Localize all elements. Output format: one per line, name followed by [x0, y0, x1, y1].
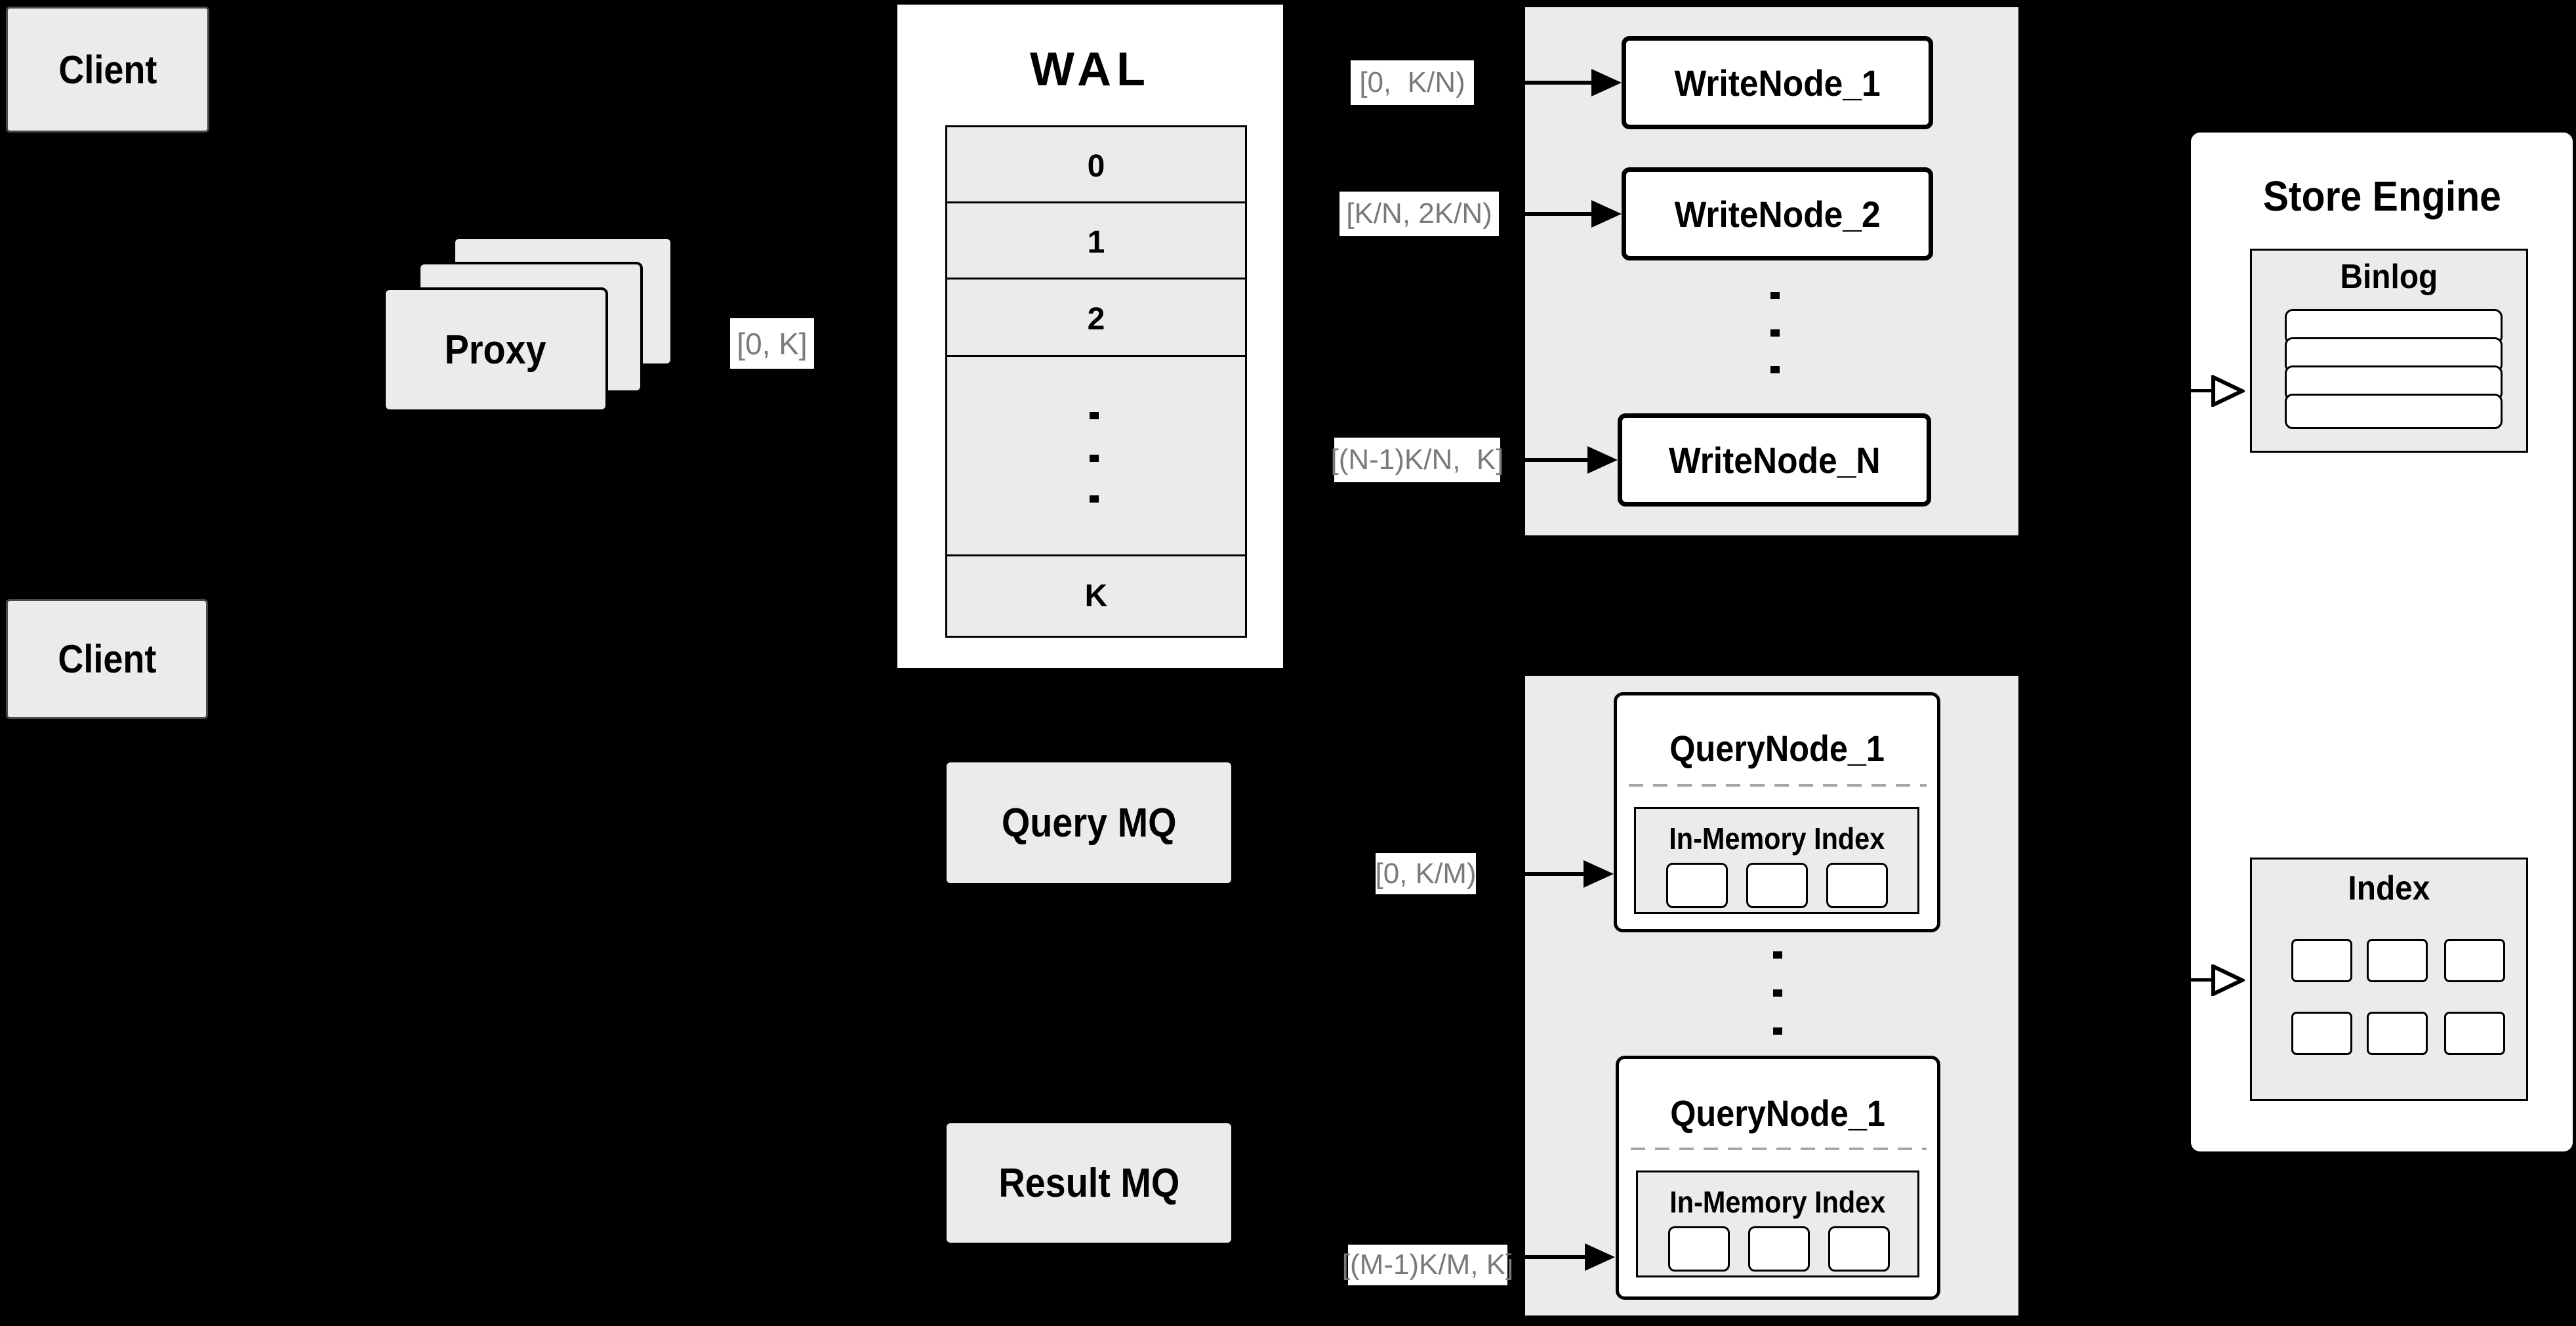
- wal-row-k-label: K: [1084, 579, 1108, 613]
- memory-segment: [1746, 863, 1808, 908]
- wal-title: WAL: [1030, 43, 1151, 96]
- wal-ellipsis-dot: [1090, 495, 1099, 503]
- write-ellipsis-dot: [1770, 292, 1780, 299]
- arrow-line-index: [2034, 978, 2242, 982]
- write-node-2-box: WriteNode_2: [1622, 167, 1933, 260]
- store-engine-panel: Store Engine Binlog Index: [2191, 133, 2573, 1151]
- wal-row-2: 2: [945, 278, 1247, 361]
- open-arrowhead-index-icon: [2211, 964, 2245, 996]
- arrow-line-query-m: [1509, 1255, 1586, 1259]
- result-mq-label: Result MQ: [998, 1160, 1179, 1206]
- index-segment: [2291, 939, 2352, 982]
- query-ellipsis-dot: [1773, 1027, 1782, 1035]
- memory-segment: [1826, 863, 1888, 908]
- index-title: Index: [2252, 860, 2526, 908]
- arrow-head-query-m: [1585, 1243, 1615, 1271]
- arrow-line-write-2: [1502, 212, 1593, 216]
- query-ellipsis-dot: [1773, 951, 1782, 959]
- range-label-write-n-text: [(N-1)K/N, K]: [1330, 444, 1504, 476]
- proxy-card-front: Proxy: [383, 287, 608, 412]
- memory-segment: [1748, 1226, 1810, 1272]
- write-ellipsis-dot: [1770, 366, 1780, 373]
- write-node-n-box: WriteNode_N: [1618, 413, 1931, 507]
- index-segment: [2444, 1012, 2505, 1055]
- write-ellipsis-dot: [1770, 329, 1780, 337]
- range-label-query-m: [(M-1)K/M, K]: [1342, 1245, 1513, 1285]
- memory-segment: [1668, 1226, 1730, 1272]
- range-label-write-1: [0, K/N): [1351, 60, 1474, 105]
- range-label-write-n: [(N-1)K/N, K]: [1330, 438, 1504, 482]
- range-label-write-2: [K/N, 2K/N): [1339, 192, 1499, 236]
- query-node-1-divider: [1629, 784, 1927, 787]
- arrow-line-query-1: [1476, 872, 1585, 876]
- wal-row-k: K: [945, 554, 1247, 638]
- arrow-head-write-1: [1591, 69, 1622, 96]
- wal-panel: WAL 0 1 2 K: [895, 3, 1285, 670]
- query-node-1-inner: In-Memory Index: [1634, 807, 1919, 914]
- query-node-m-divider: [1631, 1148, 1927, 1150]
- wal-row-1-label: 1: [1087, 225, 1105, 260]
- range-label-query-1-text: [0, K/M): [1375, 857, 1477, 890]
- binlog-segment: [2285, 394, 2503, 429]
- query-node-m-box: QueryNode_1 In-Memory Index: [1616, 1056, 1940, 1300]
- query-node-m-inner: In-Memory Index: [1636, 1171, 1919, 1277]
- arrow-head-write-n: [1587, 446, 1618, 474]
- query-ellipsis-dot: [1773, 989, 1782, 997]
- result-mq-box: Result MQ: [947, 1123, 1231, 1243]
- wal-row-0-label: 0: [1087, 149, 1105, 184]
- proxy-label: Proxy: [444, 327, 547, 373]
- wal-row-1: 1: [945, 201, 1247, 283]
- index-segment: [2291, 1012, 2352, 1055]
- memory-segment: [1666, 863, 1728, 908]
- query-node-m-title: QueryNode_1: [1619, 1092, 1937, 1134]
- index-segment: [2367, 1012, 2428, 1055]
- binlog-title: Binlog: [2252, 251, 2526, 297]
- query-node-1-title-text: QueryNode_1: [1669, 728, 1885, 769]
- range-label-query-m-text: [(M-1)K/M, K]: [1341, 1249, 1514, 1281]
- index-box: Index: [2250, 858, 2528, 1101]
- arrow-head-write-2: [1591, 200, 1622, 228]
- range-label-write-2-text: [K/N, 2K/N): [1346, 197, 1492, 230]
- store-engine-title-text: Store Engine: [2262, 173, 2501, 220]
- store-engine-title: Store Engine: [2191, 172, 2573, 220]
- memory-segment: [1828, 1226, 1890, 1272]
- range-label-write-1-text: [0, K/N): [1359, 66, 1465, 98]
- wal-row-0: 0: [945, 125, 1247, 207]
- range-label-proxy-wal: [0, K]: [730, 318, 814, 369]
- wal-ellipsis-dot: [1090, 455, 1099, 462]
- client-bottom-label: Client: [57, 637, 156, 681]
- arrow-line-write-1: [1477, 81, 1593, 85]
- query-mq-box: Query MQ: [947, 762, 1231, 883]
- in-memory-index-1-title: In-Memory Index: [1636, 809, 1917, 856]
- in-memory-index-1-title-text: In-Memory Index: [1669, 821, 1885, 856]
- binlog-title-text: Binlog: [2340, 258, 2438, 296]
- client-top-label: Client: [58, 47, 157, 92]
- index-segment: [2367, 939, 2428, 982]
- wal-ellipsis-dot: [1090, 412, 1099, 419]
- arrow-head-query-1: [1584, 860, 1614, 888]
- query-node-1-title: QueryNode_1: [1617, 727, 1937, 770]
- range-label-proxy-wal-text: [0, K]: [737, 326, 808, 361]
- wal-row-2-label: 2: [1087, 302, 1105, 337]
- arrow-line-binlog: [2034, 389, 2242, 392]
- open-arrowhead-binlog-icon: [2211, 375, 2245, 407]
- write-node-2-label: WriteNode_2: [1674, 193, 1881, 235]
- write-node-1-label: WriteNode_1: [1674, 62, 1881, 104]
- query-node-1-box: QueryNode_1 In-Memory Index: [1614, 692, 1940, 932]
- in-memory-index-m-title: In-Memory Index: [1638, 1172, 1917, 1220]
- client-top-box: Client: [6, 7, 209, 133]
- in-memory-index-m-title-text: In-Memory Index: [1669, 1185, 1886, 1219]
- binlog-box: Binlog: [2250, 249, 2528, 453]
- index-title-text: Index: [2348, 869, 2430, 907]
- write-node-n-label: WriteNode_N: [1668, 439, 1881, 481]
- query-mq-label: Query MQ: [1001, 800, 1177, 846]
- query-node-m-title-text: QueryNode_1: [1670, 1092, 1886, 1134]
- write-node-1-box: WriteNode_1: [1622, 36, 1933, 129]
- index-segment: [2444, 939, 2505, 982]
- arrow-line-write-n: [1503, 458, 1589, 462]
- range-label-query-1: [0, K/M): [1375, 853, 1477, 894]
- client-bottom-box: Client: [6, 599, 208, 719]
